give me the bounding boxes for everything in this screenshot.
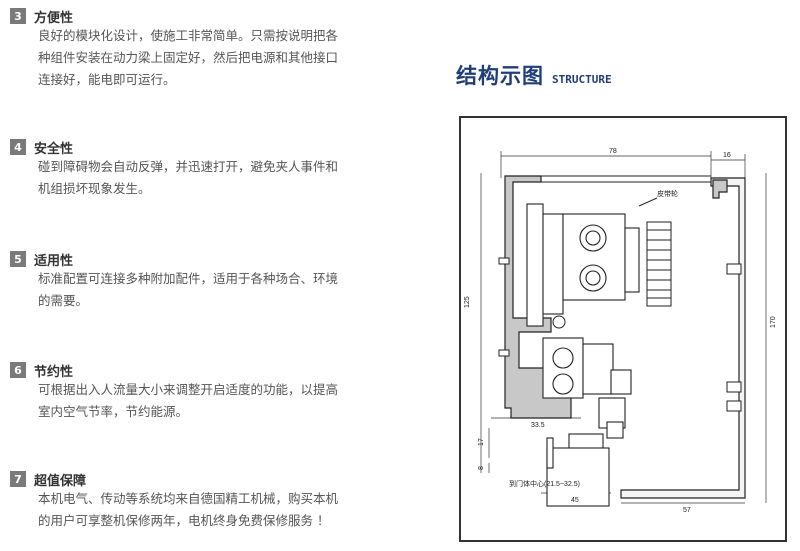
feature-text-line: 标准配置可连接多种附加配件，适用于各种场合、环境 xyxy=(38,271,339,286)
dimension-45: 45 xyxy=(571,497,579,504)
feature-text-line: 连接好，能电即可运行。 xyxy=(38,72,176,87)
dimension-170: 170 xyxy=(770,316,777,328)
dimension-17: 17 xyxy=(478,438,485,446)
structure-drawing: 78 16 皮带轮 125 170 33.5 17 8 到门体中心(21.5~3… xyxy=(464,148,777,514)
number-badge: 7 xyxy=(10,471,26,487)
feature-3: 3 方便性 良好的模块化设计，使施工非常简单。只需按说明把各 种组件安装在动力梁上… xyxy=(10,7,370,91)
feature-text-line: 可根据出入人流量大小来调整开启适度的功能，以提高 xyxy=(38,382,339,397)
feature-text-line: 种组件安装在动力梁上固定好，然后把电源和其他接口 xyxy=(38,50,339,65)
feature-text-line: 碰到障碍物会自动反弹，并迅速打开，避免夹人事件和 xyxy=(38,159,339,174)
number-badge: 6 xyxy=(10,362,26,378)
feature-6: 6 节约性 可根据出入人流量大小来调整开启适度的功能，以提高 室内空气节率，节约能… xyxy=(10,361,370,423)
feature-title: 安全性 xyxy=(34,141,74,157)
dimension-125: 125 xyxy=(464,296,471,308)
diagram-title-cn: 结构示图 xyxy=(456,64,544,88)
feature-5: 5 适用性 标准配置可连接多种附加配件，适用于各种场合、环境 的需要。 xyxy=(10,250,370,312)
feature-title: 适用性 xyxy=(34,253,74,269)
diagram-title: 结构示图 STRUCTURE xyxy=(456,60,612,90)
diagram-title-en: STRUCTURE xyxy=(552,73,612,86)
feature-text-line: 室内空气节率，节约能源。 xyxy=(38,404,189,419)
belt-wheel-label: 皮带轮 xyxy=(657,189,678,198)
door-center-label: 到门体中心(21.5~32.5) xyxy=(509,479,580,488)
feature-text-line: 机组损坏现象发生。 xyxy=(38,181,151,196)
number-badge: 5 xyxy=(10,251,26,267)
dimension-33-5: 33.5 xyxy=(531,422,545,429)
feature-title: 节约性 xyxy=(34,364,74,380)
number-badge: 4 xyxy=(10,139,26,155)
dimension-16: 16 xyxy=(723,152,731,159)
dimension-8: 8 xyxy=(478,466,485,470)
feature-text-line: 良好的模块化设计，使施工非常简单。只需按说明把各 xyxy=(38,28,339,43)
feature-7: 7 超值保障 本机电气、传动等系统均来自德国精工机械，购买本机 的用户可享整机保修… xyxy=(10,470,370,532)
feature-title: 方便性 xyxy=(34,10,74,26)
dimension-57: 57 xyxy=(683,507,691,514)
feature-title: 超值保障 xyxy=(34,473,87,489)
feature-text-line: 的需要。 xyxy=(38,293,89,308)
structure-diagram: 78 16 皮带轮 125 170 33.5 17 8 到门体中心(21.5~3… xyxy=(459,116,787,542)
feature-4: 4 安全性 碰到障碍物会自动反弹，并迅速打开，避免夹人事件和 机组损坏现象发生。 xyxy=(10,138,370,200)
feature-text-line: 的用户可享整机保修两年，电机终身免费保修服务 ！ xyxy=(38,513,330,528)
number-badge: 3 xyxy=(10,8,26,24)
dimension-78: 78 xyxy=(609,148,617,155)
feature-text-line: 本机电气、传动等系统均来自德国精工机械，购买本机 xyxy=(38,491,339,506)
